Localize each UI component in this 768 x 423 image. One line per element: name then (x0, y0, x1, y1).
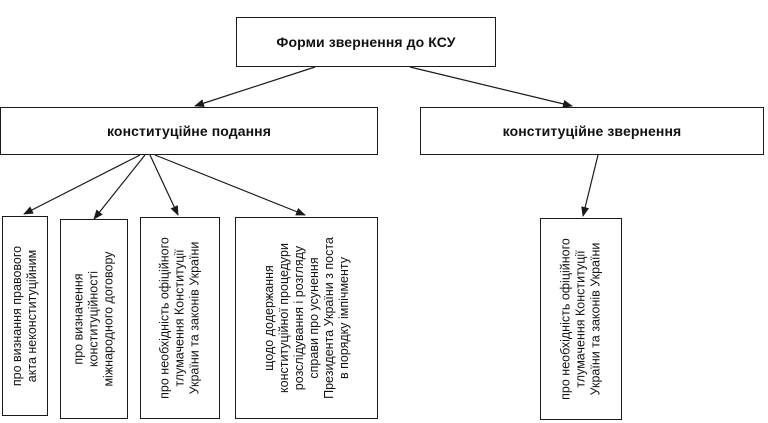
item-text: про необхідність офіційного тлумачення К… (157, 237, 202, 399)
item-text: про визнання правового акта неконституці… (10, 245, 39, 387)
branch-constitutional-submission: конституційне подання (0, 107, 378, 155)
item-text: щодо додержання конституційної процедури… (261, 237, 351, 399)
submission-item-2: про визначення конституційності міжнарод… (60, 219, 128, 419)
branch-constitutional-appeal: конституційне звернення (420, 107, 764, 155)
arrow-submission-to-item-1 (23, 154, 141, 215)
branch-label: конституційне звернення (502, 123, 682, 139)
submission-item-1: про визнання правового акта неконституці… (2, 216, 48, 416)
root-box: Форми звернення до КСУ (236, 17, 496, 67)
arrow-submission-to-item-4 (154, 154, 306, 216)
submission-item-3: про необхідність офіційного тлумачення К… (140, 217, 220, 419)
arrow-root-to-submission (194, 66, 316, 108)
item-text: про необхідність офіційного тлумачення К… (558, 238, 603, 400)
root-label: Форми звернення до КСУ (276, 34, 456, 50)
arrow-root-to-appeal (409, 66, 573, 108)
arrow-submission-to-item-2 (93, 154, 146, 220)
branch-label: конституційне подання (107, 123, 271, 139)
arrow-submission-to-item-3 (149, 154, 179, 216)
appeal-item-1: про необхідність офіційного тлумачення К… (540, 218, 622, 420)
submission-item-4: щодо додержання конституційної процедури… (235, 217, 378, 419)
arrow-appeal-to-item-1 (581, 154, 599, 217)
item-text: про визначення конституційності міжнарод… (71, 251, 116, 387)
